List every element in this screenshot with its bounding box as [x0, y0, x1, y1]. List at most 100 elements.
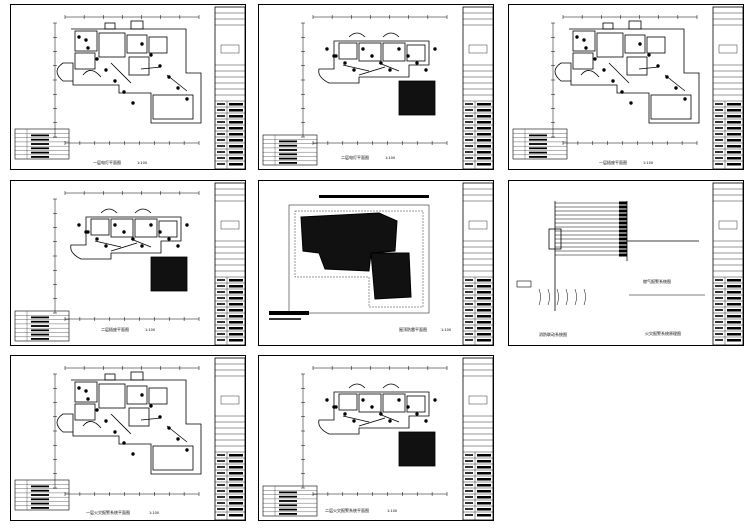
sheet-8-title: 二层火灾报警系统平面图: [325, 508, 369, 513]
title-block-text-line: [229, 315, 243, 318]
title-block-text-line: [477, 472, 491, 475]
title-block-text-line: [217, 508, 225, 510]
title-block: [214, 357, 246, 521]
title-block-text-line: [217, 115, 225, 117]
room: [152, 94, 194, 120]
title-block-text-line: [477, 466, 491, 469]
sheet-3-title: 一层插座平面图: [599, 160, 627, 165]
title-block: [462, 6, 494, 170]
title-block-text-line: [477, 478, 491, 481]
title-block-text-line: [465, 478, 473, 480]
note-text-line: [269, 318, 301, 320]
device-symbol: [185, 97, 189, 101]
title-block-text-line: [727, 127, 741, 130]
title-block-text-line: [727, 139, 741, 142]
room: [126, 385, 148, 405]
title-block-text-line: [217, 163, 225, 165]
room: [152, 445, 194, 471]
title-block-text-line: [465, 163, 473, 165]
room: [128, 56, 150, 76]
title-block-text-line: [715, 279, 723, 281]
floor-plan: [56, 20, 202, 124]
sheet-4-scale: 1:100: [145, 328, 156, 332]
title-block-text-line: [465, 121, 473, 123]
note-text-line: [319, 195, 429, 198]
title-block-text-line: [465, 514, 473, 516]
title-block-text-line: [229, 145, 243, 148]
legend-text-line: [529, 151, 547, 154]
title-block-text-line: [477, 285, 491, 288]
device-symbol: [620, 90, 624, 94]
title-block-text-line: [465, 151, 473, 153]
title-block-text-line: [477, 291, 491, 294]
drawing-sheet-8: 二层火灾报警系统平面图 1:100: [258, 355, 494, 521]
legend-text-line: [31, 502, 49, 505]
legend-text-line: [31, 494, 49, 496]
device-symbol: [602, 68, 606, 72]
title-block-text-line: [465, 339, 473, 341]
device-symbol: [332, 54, 336, 58]
title-block-text-line: [477, 496, 491, 499]
device-symbol: [140, 42, 144, 46]
device-symbol: [122, 90, 126, 94]
title-block-text-line: [477, 139, 491, 142]
title-block-text-line: [229, 484, 243, 487]
legend-text-line: [31, 485, 49, 488]
title-block-text-line: [727, 279, 741, 282]
legend-table: [262, 485, 318, 517]
detector-symbol: [619, 249, 627, 253]
title-block-text-line: [465, 291, 473, 293]
title-block-text-line: [465, 103, 473, 105]
device-symbol: [167, 426, 171, 430]
title-block-text-line: [229, 478, 243, 481]
title-block-text-line: [229, 163, 243, 166]
device-symbol: [674, 86, 678, 90]
room: [572, 52, 594, 70]
legend-text-line: [31, 320, 49, 323]
sheet-3-drawing: [512, 6, 744, 170]
title-block-text-line: [229, 285, 243, 288]
device-symbol: [582, 38, 586, 42]
device-symbol: [638, 42, 642, 46]
device-symbol: [185, 448, 189, 452]
bay-window: [100, 208, 152, 214]
device-symbol: [158, 64, 162, 68]
device-symbol: [352, 68, 356, 72]
detector-symbol: [619, 213, 627, 217]
room: [624, 34, 646, 54]
title-block-text-line: [477, 460, 491, 463]
legend-text-line: [31, 147, 49, 150]
lightning-conductor: [294, 210, 424, 308]
title-block-text-line: [217, 321, 225, 323]
title-block-text-line: [477, 279, 491, 282]
title-block-text-line: [477, 309, 491, 312]
device-symbol: [104, 419, 108, 423]
wiring-run: [580, 62, 686, 92]
title-block-text-line: [727, 303, 741, 306]
floor-plan: [318, 383, 437, 467]
device-symbol: [325, 398, 329, 402]
title-block-text-line: [715, 163, 723, 165]
floor-plan: [56, 371, 202, 475]
device-symbol: [388, 419, 392, 423]
roof-hatched-area: [300, 212, 398, 272]
device-symbol: [131, 101, 135, 105]
device-symbol: [343, 61, 347, 65]
title-block-text-line: [715, 285, 723, 287]
title-block-text-line: [465, 454, 473, 456]
device-symbol: [611, 79, 615, 83]
title-block-text-line: [715, 321, 723, 323]
sheet-2-scale: 1:100: [385, 156, 396, 160]
legend-table: [14, 310, 70, 342]
title-block-text-line: [229, 279, 243, 282]
title-block-text-line: [727, 109, 741, 112]
title-block-text-line: [727, 151, 741, 154]
title-block-text-line: [727, 103, 741, 106]
legend-text-line: [31, 151, 49, 154]
room: [646, 36, 666, 54]
title-block-text-line: [727, 297, 741, 300]
room: [572, 30, 596, 52]
title-block-text-line: [217, 139, 225, 141]
legend-table: [14, 128, 70, 160]
building-outline: [318, 391, 430, 435]
